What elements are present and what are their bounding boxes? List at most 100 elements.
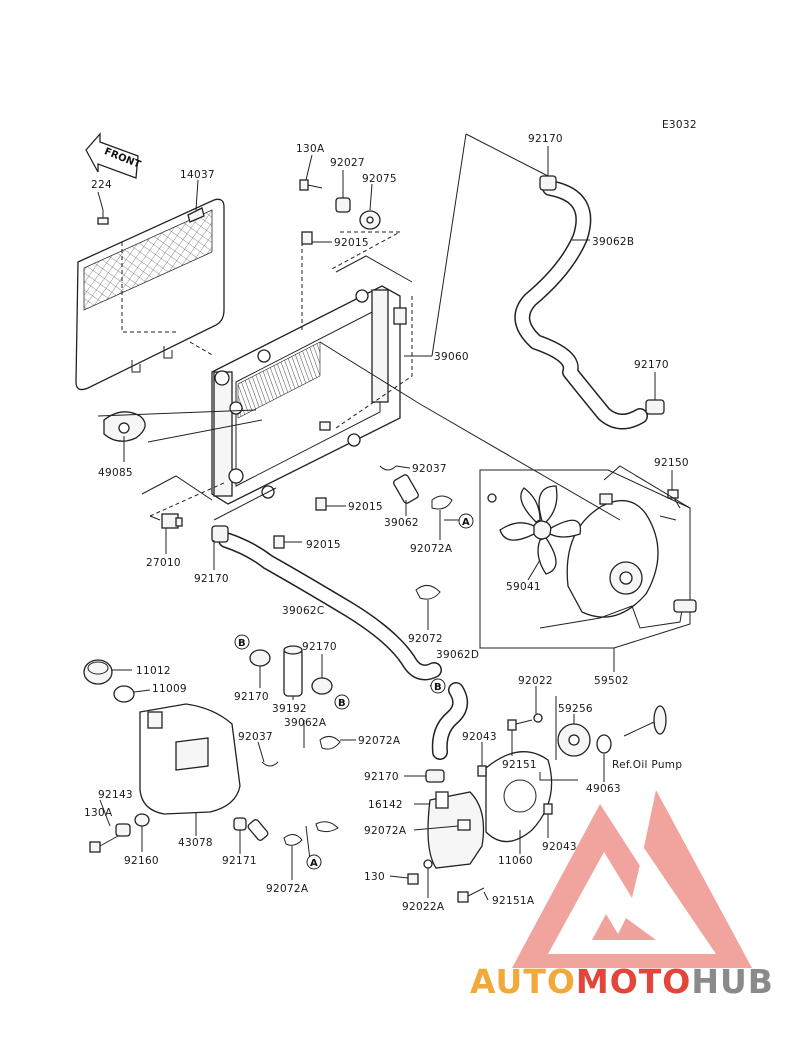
label-92075: 92075 [362,173,397,185]
pipe-39192 [283,645,303,697]
svg-text:B: B [434,682,442,693]
label-39062d: 39062D [436,649,479,661]
svg-text:B: B [238,638,246,649]
label-92151a: 92151A [492,895,535,907]
label-92043-a: 92043 [462,731,497,743]
label-130a-top: 130A [296,143,325,155]
leader-lines [97,146,673,901]
pin-92043-a [477,765,487,777]
gasket-11009 [113,685,135,703]
label-27010: 27010 [146,557,181,569]
grommet-92075 [359,210,381,230]
label-92170-top: 92170 [528,133,563,145]
clamp-92072a-mid [431,495,453,510]
hose-small-lower [247,819,269,841]
radiator-screen [75,198,225,391]
bolt-92151 [507,719,533,731]
brand-moto: MOTO [576,962,691,1001]
label-92015-low: 92015 [306,539,341,551]
label-39062a: 39062A [284,717,327,729]
label-92170-b: 92170 [302,641,337,653]
label-92015-mid: 92015 [348,501,383,513]
clamp-92072 [415,585,441,600]
nut-fan [487,493,497,503]
bolt-130 [407,873,419,885]
label-92022: 92022 [518,675,553,687]
reservoir-tank-43078 [139,703,241,815]
label-43078: 43078 [178,837,213,849]
label-224: 224 [91,179,112,191]
label-16142: 16142 [368,799,403,811]
label-92160: 92160 [124,855,159,867]
water-pump-cover-11060 [485,751,553,843]
callout-a-2: A [306,854,322,870]
bolt-130a-top [299,179,323,191]
clamp-92170-b [249,649,271,667]
radiator [211,285,407,505]
brand-hub: HUB [691,962,774,1001]
label-49085: 49085 [98,467,133,479]
clamp-92072a-low1 [319,736,341,750]
hose-39062-small [393,474,419,504]
label-92072: 92072 [408,633,443,645]
label-92171: 92171 [222,855,257,867]
label-92151: 92151 [502,759,537,771]
washer-92022a [423,859,433,869]
label-92037-mid: 92037 [412,463,447,475]
label-92072a-mid: 92072A [410,543,453,555]
label-92037-low: 92037 [238,731,273,743]
svg-text:A: A [310,858,318,869]
label-11060: 11060 [498,855,533,867]
label-39062c: 39062C [282,605,325,617]
label-59502: 59502 [594,675,629,687]
brand-auto: AUTO [470,962,576,1001]
callout-b-2: B [334,694,350,710]
svg-text:A: A [462,517,470,528]
grommet-92160 [134,813,150,827]
bolt-224 [97,210,109,225]
clip-92037-mid [379,465,397,471]
water-pump-16142 [427,791,485,869]
clip-92015-top [301,231,313,245]
label-92170-c: 92170 [234,691,269,703]
brand-wordmark: AUTOMOTOHUB [470,962,774,1001]
automotohub-logo [512,790,752,968]
thermo-switch-27010 [149,513,183,529]
label-92150: 92150 [654,457,689,469]
label-92043-b: 92043 [542,841,577,853]
label-92143: 92143 [98,789,133,801]
label-49063: 49063 [586,783,621,795]
label-59256: 59256 [558,703,593,715]
hose-39062d [431,682,469,760]
reservoir-cap-11012 [83,659,113,685]
label-92027: 92027 [330,157,365,169]
label-14037: 14037 [180,169,215,181]
part-labels: 14037 224 130A 92027 92075 92015 92170 3… [84,133,689,913]
clamp-92170-top [539,175,557,191]
label-oil-pump: Ref.Oil Pump [612,759,682,771]
clamp-92170-c [311,677,333,695]
bolt-130a-low [89,835,119,853]
label-39062: 39062 [384,517,419,529]
clip-92015-mid [315,497,327,511]
fan-blade-59041 [499,485,582,575]
label-11012: 11012 [136,665,171,677]
oil-pump-shaft [623,705,667,737]
label-92015-top: 92015 [334,237,369,249]
hose-39062b [514,180,648,430]
pin-92043-b [543,803,553,815]
hose-39062c [218,532,442,681]
reference-dash-lines [97,133,691,781]
callout-b-3: B [430,678,446,694]
radiator-outlet [393,307,407,325]
label-92072a-bottom: 92072A [266,883,309,895]
label-39060: 39060 [434,351,469,363]
clamp-92170-left [211,525,229,543]
clamp-92171 [233,817,247,831]
hose-39062a [287,744,333,811]
washer-92022 [533,713,543,723]
clamp-92170-d [425,769,445,783]
label-92170-right: 92170 [634,359,669,371]
